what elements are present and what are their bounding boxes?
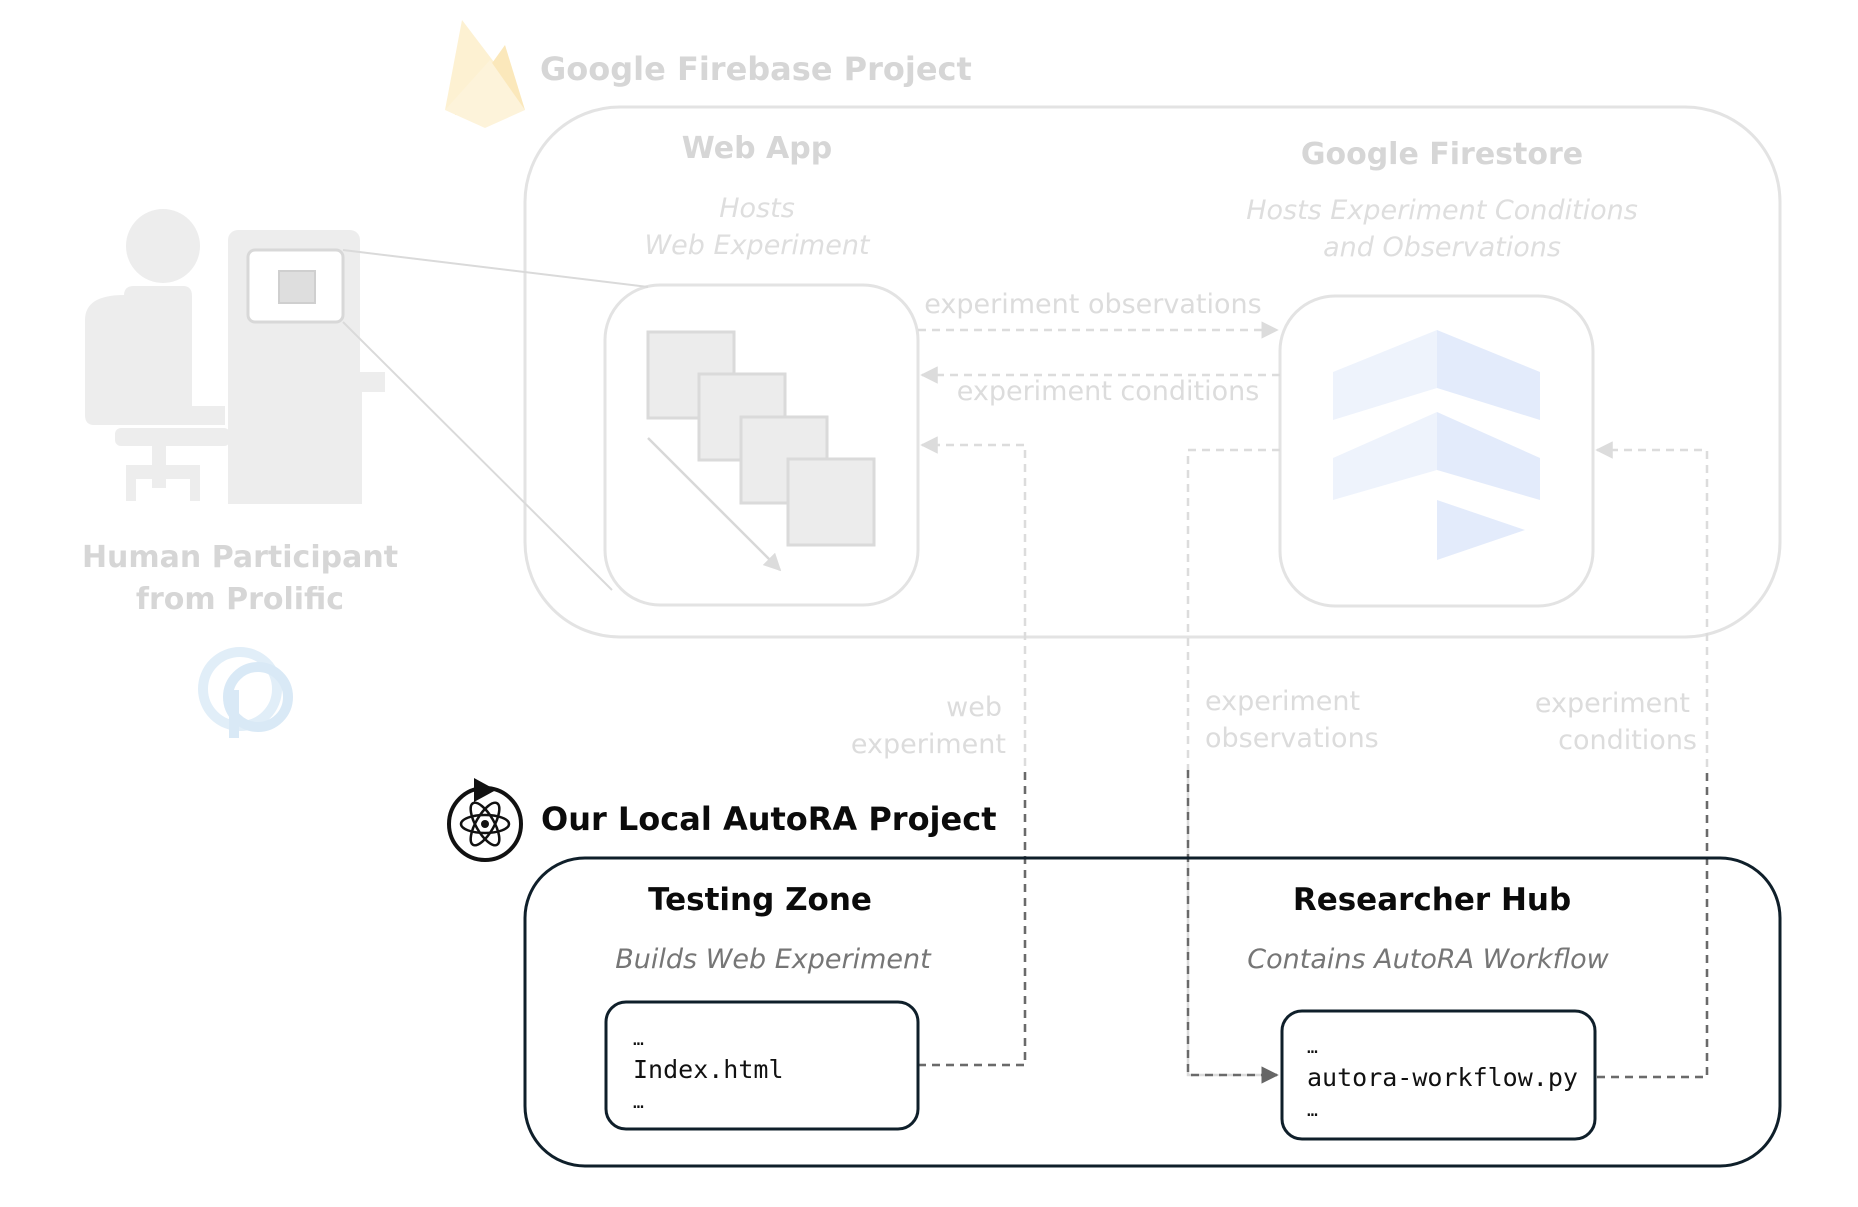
testing-zone-file-name: Index.html [633,1055,784,1084]
prolific-logo-icon [198,647,293,738]
zoom-line-bottom [342,321,613,591]
researcher-hub-file-name: autora-workflow.py [1307,1063,1578,1092]
web-experiment-label-1: web [946,692,1002,723]
web-experiment-label-2: experiment [851,729,1006,760]
observations-down-arrow-dark [1186,770,1279,1084]
participant-label-1: Human Participant [82,540,398,575]
firestore-title: Google Firestore [1301,137,1583,172]
firestore-subtitle-2: and Observations [1323,232,1561,263]
local-project-container [523,856,1782,1168]
researcher-hub-title: Researcher Hub [1293,882,1571,918]
researcher-hub-ellipsis-top: … [1307,1037,1318,1058]
firebase-project-title: Google Firebase Project [540,50,972,88]
testing-zone-ellipsis-bottom: … [633,1092,644,1113]
conditions-up-arrow-dark [1597,770,1709,1079]
observations-top-label: experiment observations [924,289,1261,320]
participant-at-computer-icon [85,209,385,504]
web-experiment-arrow-dark [918,770,1027,1067]
firestore-subtitle-1: Hosts Experiment Conditions [1246,195,1638,226]
researcher-hub-ellipsis-bottom: … [1307,1100,1318,1121]
conditions-up-arrow [1595,441,1709,1079]
testing-zone-file-box [604,1000,920,1131]
researcher-hub-file-box [1280,1009,1597,1141]
conditions-top-label: experiment conditions [957,376,1260,407]
researcher-hub-subtitle: Contains AutoRA Workflow [1247,944,1609,975]
observations-down-label-1: experiment [1205,686,1360,717]
observations-down-label-2: observations [1205,723,1379,754]
web-app-subtitle-2: Web Experiment [644,230,870,261]
testing-zone-title: Testing Zone [648,882,872,918]
autora-logo-icon [447,778,523,862]
zoom-line-top [342,249,649,288]
firebase-logo-icon [445,20,525,128]
conditions-up-label-2: conditions [1558,725,1697,756]
local-project-title: Our Local AutoRA Project [541,800,996,838]
participant-label-2: from Prolific [136,582,344,617]
testing-zone-ellipsis-top: … [633,1029,644,1050]
web-app-title: Web App [682,131,832,166]
conditions-up-label-1: experiment [1535,688,1690,719]
testing-zone-subtitle: Builds Web Experiment [615,944,932,975]
firestore-logo-icon [1333,330,1540,560]
web-app-screens-icon [646,330,876,572]
observations-down-arrow [1186,448,1280,1077]
web-app-subtitle-1: Hosts [719,193,795,224]
firebase-project-container [523,105,1782,639]
